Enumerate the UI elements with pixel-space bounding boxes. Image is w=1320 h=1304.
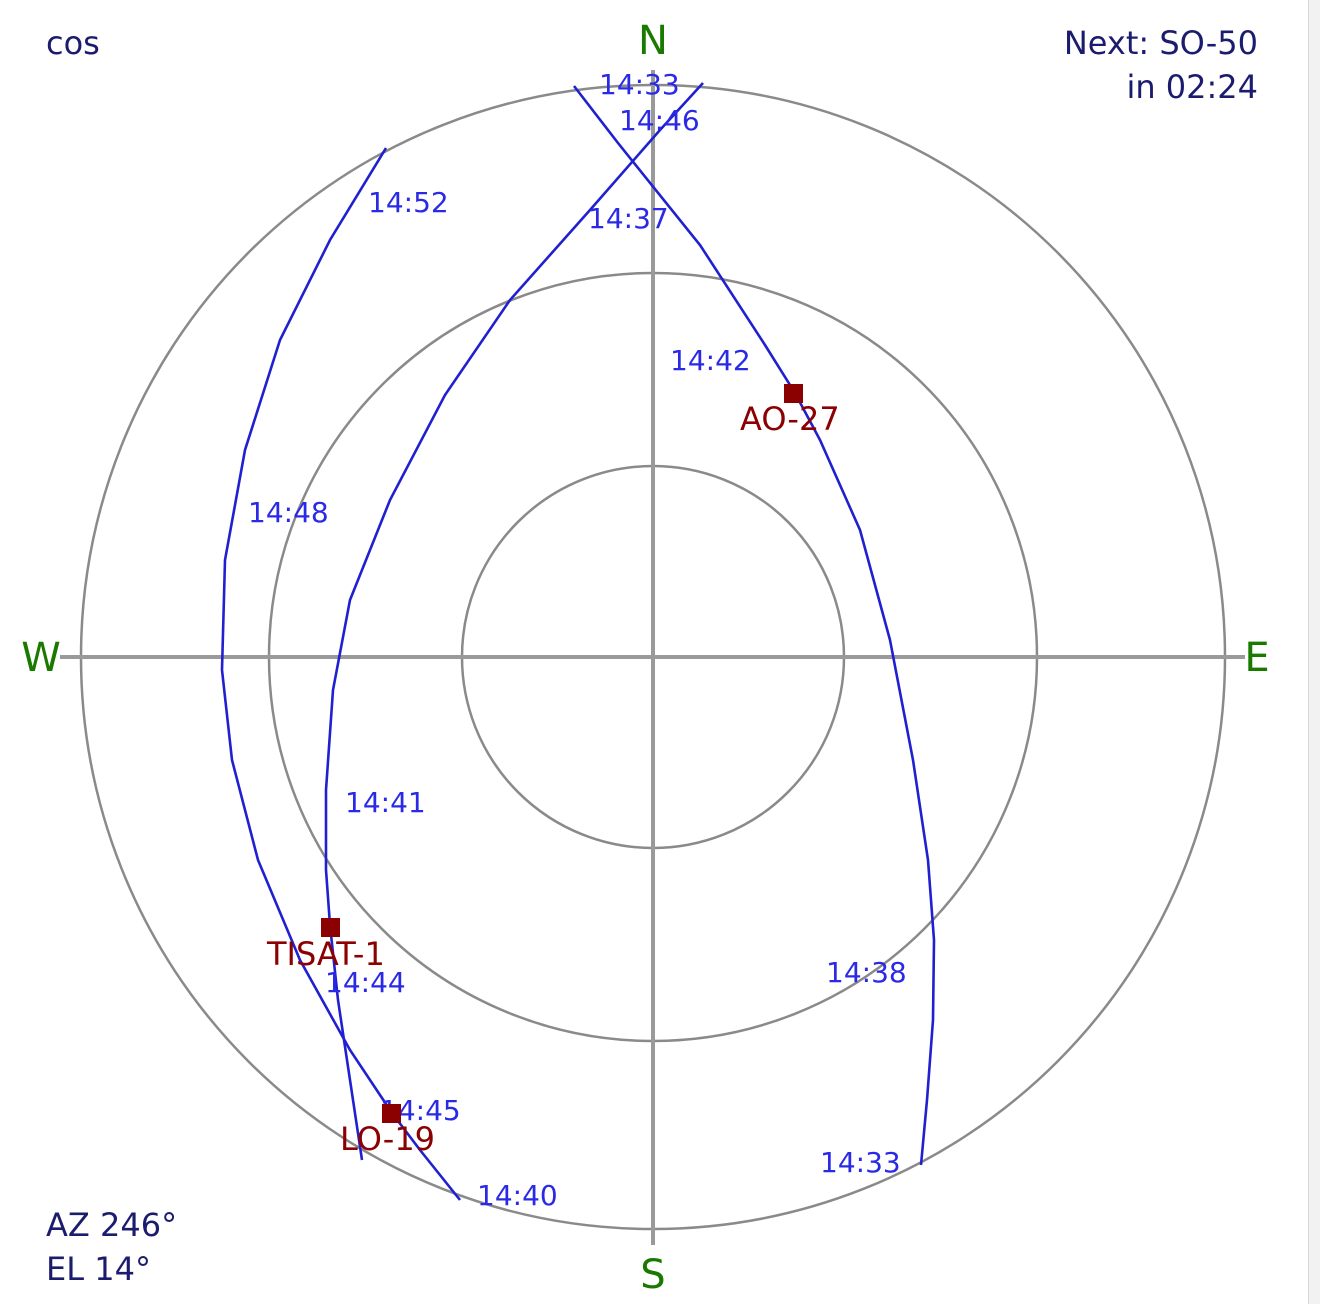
time-label: 14:40 [477,1179,558,1212]
track-lo19[interactable] [220,147,462,1201]
satellite-ao27[interactable]: AO-27 [740,384,840,438]
time-label: 14:33 [820,1146,901,1179]
track-tisat1[interactable] [324,82,704,1161]
time-label: 14:42 [670,344,751,377]
compass-east: E [1244,635,1269,681]
pointer-azimuth: AZ 246° [46,1206,177,1244]
scrollbar-edge[interactable] [1308,0,1320,1304]
time-label: 14:38 [826,956,907,989]
track-ao27[interactable] [572,85,936,1166]
satellite-marker[interactable] [784,384,803,403]
satellite-name: AO-27 [740,400,840,438]
pointer-elevation: EL 14° [46,1250,151,1288]
satellite-name: LO-19 [340,1120,435,1158]
time-label: 14:48 [248,496,329,529]
time-label: 14:46 [619,104,700,137]
time-label: 14:41 [345,786,426,819]
mode-label: cos [46,24,100,62]
compass-west: W [21,635,61,681]
satellite-marker[interactable] [321,918,340,937]
compass-north: N [638,18,668,64]
time-label: 14:52 [368,186,449,219]
time-label: 14:44 [325,966,406,999]
time-label: 14:37 [588,202,669,235]
satellite-lo19[interactable]: LO-19 [340,1104,435,1158]
compass-south: S [640,1252,665,1298]
next-pass-countdown: in 02:24 [1126,68,1258,106]
satellite-name: TISAT-1 [266,935,385,973]
next-pass-satellite: Next: SO-50 [1064,24,1258,62]
satellite-tisat1[interactable]: TISAT-1 [266,918,385,973]
time-label: 14:33 [599,68,680,101]
satellite-marker[interactable] [382,1104,401,1123]
